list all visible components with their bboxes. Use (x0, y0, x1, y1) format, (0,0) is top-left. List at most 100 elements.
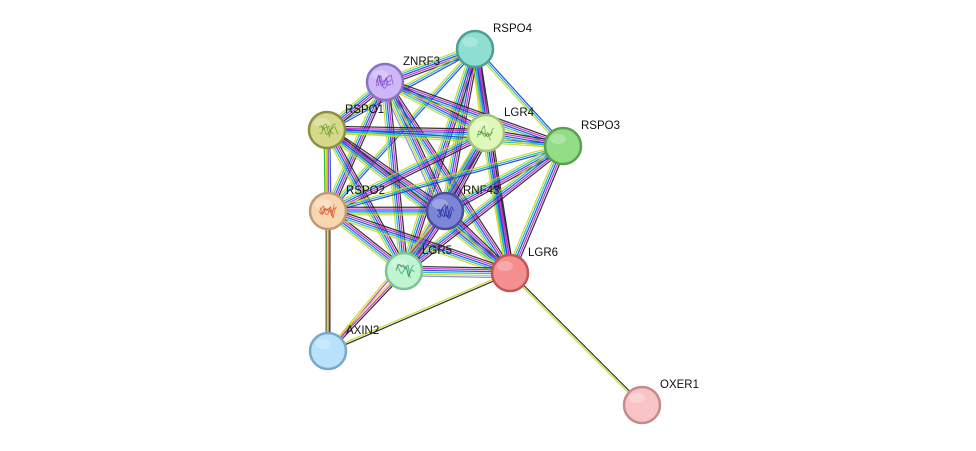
node-highlight (314, 118, 330, 128)
node-circle[interactable] (308, 191, 348, 231)
node-label: ZNRF3 (403, 56, 440, 68)
node-highlight (629, 393, 645, 403)
edge-line-blue (327, 81, 386, 212)
node-circle[interactable] (425, 191, 465, 231)
edge-line-cyan (325, 80, 384, 211)
node-label: RSPO1 (345, 104, 384, 116)
node-circle[interactable] (455, 29, 495, 69)
edge-line-cyan (327, 145, 564, 212)
edges-layer (323, 44, 644, 407)
edge-line-magenta (404, 147, 565, 273)
edge-line-yellow (381, 82, 443, 213)
node-label: RNF43 (463, 185, 499, 197)
node-rspo2[interactable]: RSPO2 (308, 185, 385, 231)
edge-line-yellow (505, 144, 561, 272)
node-highlight (497, 261, 513, 271)
edge-line-yellow (326, 129, 485, 209)
edge-line-yellow (442, 142, 562, 209)
edge-line-blue (327, 132, 487, 212)
protein-structure-icon (396, 264, 415, 279)
edge-line-black (328, 126, 448, 209)
protein-structure-icon (476, 125, 495, 141)
edge-line-blue (485, 132, 511, 274)
protein-structure-icon (318, 204, 337, 219)
edge-line-yellow (326, 131, 563, 149)
edge-line-yellow (481, 133, 507, 274)
edge-line-magenta (511, 146, 566, 274)
edge-rspo3-lgr6 (505, 144, 568, 275)
node-circle[interactable] (307, 110, 347, 150)
edge-line-yellow (324, 132, 509, 277)
node-circle[interactable] (466, 113, 506, 153)
node-circle[interactable] (490, 253, 530, 293)
edge-line-cyan (326, 130, 486, 210)
node-rspo3[interactable]: RSPO3 (543, 120, 620, 166)
node-axin2[interactable]: AXIN2 (308, 325, 379, 371)
protein-structure-icon (436, 203, 455, 220)
edge-line-cyan (402, 144, 563, 270)
edge-line-black (512, 147, 568, 275)
edge-line-blue (328, 147, 564, 214)
node-label: RSPO4 (493, 23, 533, 35)
edge-line-magenta (385, 79, 564, 145)
edge-line-black (328, 273, 511, 353)
edge-line-cyan (507, 145, 562, 273)
node-highlight (550, 134, 566, 144)
edge-rspo3-rspo2 (327, 143, 564, 214)
edge-line-black (489, 132, 515, 273)
edge-line-magenta (487, 132, 513, 273)
node-label: LGR5 (422, 245, 452, 257)
edge-line-black (510, 271, 644, 405)
node-rspo4[interactable]: RSPO4 (455, 23, 533, 69)
node-circle[interactable] (384, 251, 424, 291)
node-circle[interactable] (622, 385, 662, 425)
edge-lgr4-rspo2 (326, 129, 488, 215)
edge-line-yellow (381, 83, 508, 276)
node-highlight (315, 339, 331, 349)
edge-line-blue (475, 47, 565, 146)
edge-line-black (386, 77, 565, 144)
node-highlight (315, 199, 331, 209)
edge-line-yellow (327, 143, 563, 210)
edge-line-yellow (323, 131, 402, 274)
edge-line-black (327, 125, 487, 130)
edge-lgr6-axin2 (327, 271, 511, 353)
node-highlight (372, 70, 388, 80)
node-label: OXER1 (660, 379, 699, 391)
edge-lgr6-oxer1 (508, 271, 644, 407)
node-lgr5[interactable]: LGR5 (384, 245, 452, 291)
node-lgr6[interactable]: LGR6 (490, 247, 558, 293)
edge-line-yellow (508, 273, 642, 407)
node-lgr4[interactable]: LGR4 (466, 107, 535, 153)
edge-line-yellow (326, 209, 445, 351)
edge-line-cyan (474, 48, 564, 147)
node-label: RSPO3 (581, 120, 620, 132)
edge-line-magenta (328, 211, 447, 353)
node-highlight (462, 37, 478, 47)
node-rspo1[interactable]: RSPO1 (307, 104, 384, 150)
edge-line-magenta (327, 127, 487, 132)
node-label: AXIN2 (346, 325, 379, 337)
node-highlight (473, 121, 489, 131)
protein-structure-icon (318, 123, 339, 139)
edge-line-magenta (386, 80, 513, 273)
edge-line-blue (384, 81, 564, 147)
node-label: LGR6 (528, 247, 558, 259)
edge-line-magenta (328, 134, 488, 214)
node-oxer1[interactable]: OXER1 (622, 379, 699, 425)
node-znrf3[interactable]: ZNRF3 (365, 56, 440, 102)
edge-line-black (405, 148, 566, 275)
edge-rnf43-axin2 (326, 209, 447, 353)
edge-line-cyan (325, 131, 510, 275)
edge-line-black (407, 49, 480, 273)
node-circle[interactable] (543, 126, 583, 166)
edge-line-cyan (443, 143, 563, 210)
edge-line-blue (509, 145, 564, 274)
node-rnf43[interactable]: RNF43 (425, 185, 499, 231)
edge-line-blue (327, 210, 511, 274)
node-circle[interactable] (308, 331, 348, 371)
node-label: LGR4 (504, 107, 535, 119)
protein-structure-icon (375, 74, 394, 89)
